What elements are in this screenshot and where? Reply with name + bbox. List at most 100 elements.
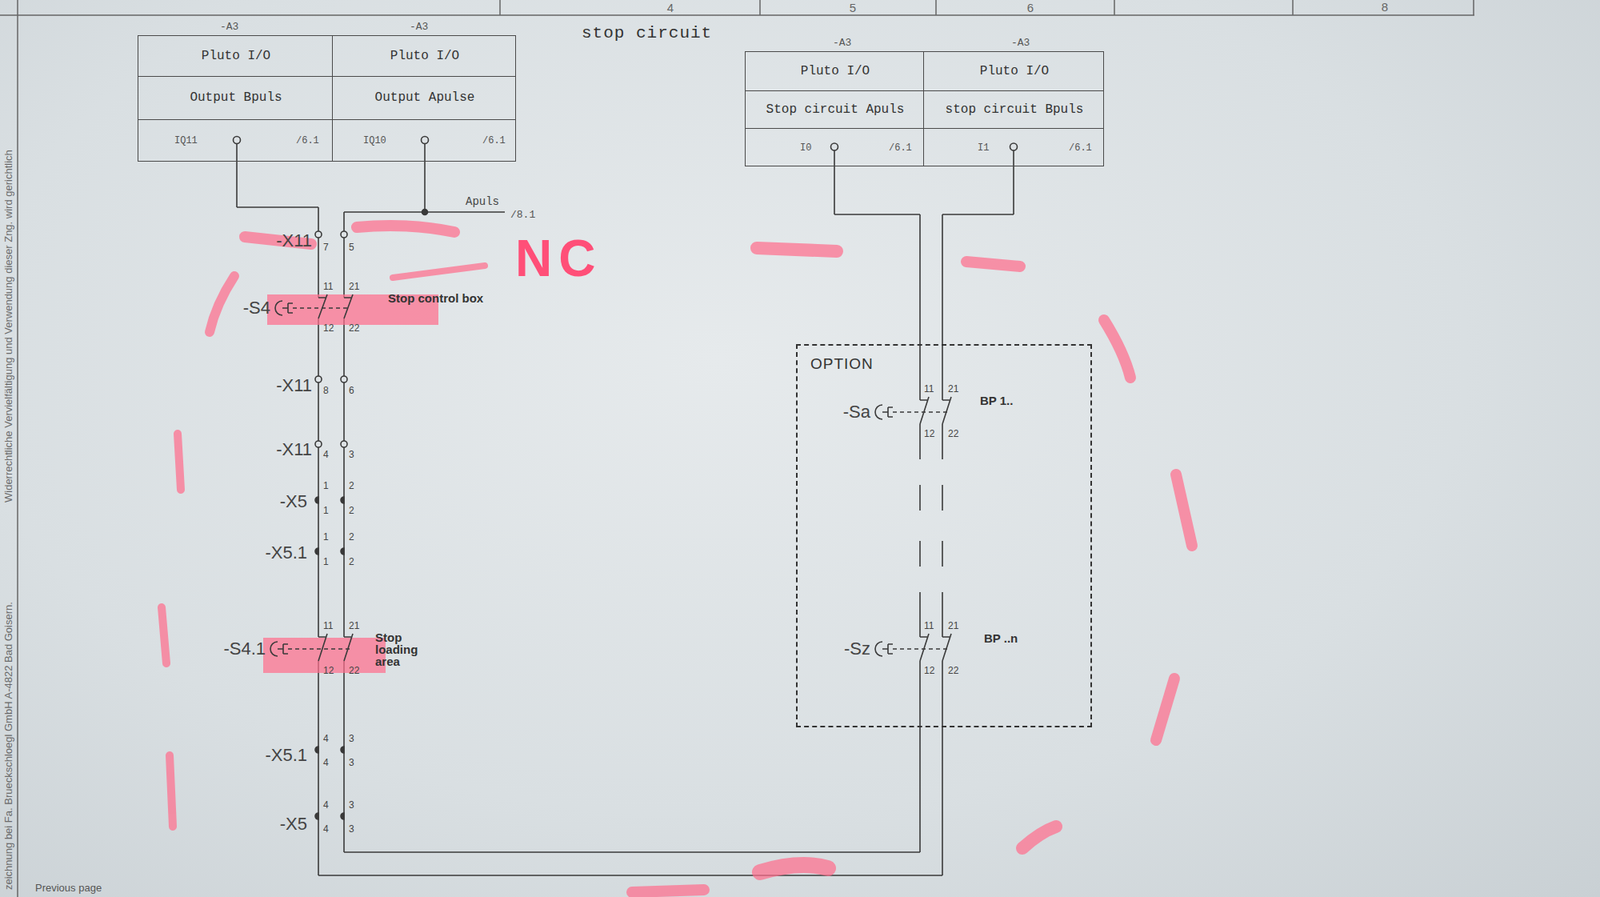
pin-number: 4 [323, 823, 329, 835]
device-tag: -X5 [280, 813, 308, 835]
device-tag: -X5.1 [264, 542, 308, 564]
device-tag: -X11 [276, 375, 312, 396]
option-group: OPTION [796, 344, 1092, 728]
pushbutton-symbol [875, 404, 893, 420]
copyright-note: Widerrechtliche Vervielfältigung und Ver… [2, 149, 15, 503]
pin-number: 12 [924, 428, 935, 440]
column-number: 8 [1381, 0, 1388, 14]
highlight-stroke [1022, 826, 1056, 848]
pin-number: 22 [948, 664, 959, 676]
pin-number: 1 [323, 556, 329, 568]
pin-number: 3 [348, 756, 355, 768]
page-reference: /6.1 [296, 135, 320, 147]
pin-number: 4 [323, 799, 329, 811]
module-tag: -A3 [220, 20, 239, 33]
row-divider [138, 76, 332, 77]
signal-name: Output Bpuls [189, 90, 282, 105]
pin-number: 3 [348, 823, 355, 835]
cross-reference: /8.1 [510, 208, 536, 221]
highlight-stroke [356, 225, 455, 232]
device-note: BP 1.. [980, 393, 1013, 408]
pin-number: 4 [323, 732, 329, 744]
highlight-stroke [209, 276, 235, 332]
row-divider [332, 119, 516, 120]
highlighter-marks [161, 225, 1192, 892]
pin-address: IQ11 [174, 135, 198, 147]
device-tag: -Sz [844, 638, 871, 660]
pin-number: 6 [348, 384, 355, 396]
device-note: Stop loading area [375, 631, 440, 668]
nc-contact [920, 633, 952, 661]
highlight-stroke [756, 248, 837, 252]
page-reference: /6.1 [482, 135, 506, 147]
pluto-io-box: -A3Pluto I/OOutput BpulsIQ11/6.1 [137, 35, 333, 162]
pin-number: 2 [348, 531, 355, 543]
highlight-stroke [161, 607, 167, 664]
highlight-stroke [1156, 678, 1175, 740]
column-number: 4 [667, 0, 674, 15]
device-tag: -X11 [276, 439, 312, 460]
page-note: Previous page [35, 881, 102, 894]
pin-number: 2 [348, 556, 355, 568]
pin-number: 4 [323, 448, 329, 460]
row-divider [924, 128, 1104, 129]
drawing-frame [0, 0, 1475, 897]
pin-number: 3 [348, 732, 355, 744]
pin-number: 21 [948, 620, 959, 632]
wire [236, 161, 1014, 876]
row-divider [332, 76, 516, 77]
pin-number: 11 [924, 383, 934, 395]
pushbutton-symbol [875, 641, 893, 656]
pin-number: 11 [924, 620, 934, 632]
device-tag: -X11 [276, 230, 312, 252]
device-tag: -S4 [243, 297, 271, 319]
title-strip [0, 0, 1475, 16]
pin-number: 1 [323, 504, 329, 516]
row-divider [745, 128, 924, 129]
signal-name: Apuls [465, 195, 500, 208]
column-number: 6 [1027, 0, 1034, 15]
device-note: BP ..n [984, 631, 1018, 645]
group-title: OPTION [810, 355, 874, 373]
pin-number: 11 [323, 280, 333, 292]
actuator-link [892, 411, 948, 413]
highlight-stroke [1176, 474, 1192, 546]
pin-number: 5 [348, 241, 355, 253]
junction-dot [422, 209, 428, 216]
pin-number: 21 [348, 620, 360, 632]
module-name: Pluto I/O [390, 48, 460, 64]
highlight-stroke [966, 261, 1020, 267]
terminal-symbol [315, 440, 322, 448]
io-terminal [1010, 143, 1018, 151]
handwritten-note: NC [515, 228, 602, 288]
highlight-stroke [632, 889, 704, 892]
pin-number: 21 [348, 280, 360, 292]
pin-number: 22 [348, 664, 360, 676]
io-terminal [831, 143, 839, 151]
highlight-stroke [760, 864, 828, 872]
terminal-symbol [340, 231, 348, 238]
pluto-io-box: -A3Pluto I/Ostop circuit BpulsI1/6.1 [923, 51, 1104, 167]
pin-address: I1 [977, 142, 989, 154]
device-tag: -X5.1 [264, 744, 308, 766]
signal-name: stop circuit Bpuls [945, 102, 1084, 117]
nc-contact [318, 294, 353, 319]
pin-number: 2 [348, 504, 355, 516]
branch-wire [424, 211, 505, 213]
nc-contact [318, 633, 353, 661]
nc-contact [920, 396, 952, 424]
pin-number: 7 [323, 241, 329, 253]
pin-number: 2 [348, 480, 355, 492]
terminal-symbol [340, 376, 348, 383]
device-tag: -Sa [843, 401, 871, 423]
pin-number: 21 [948, 383, 959, 395]
row-divider [138, 119, 332, 120]
row-divider [745, 90, 924, 92]
pin-number: 12 [323, 664, 334, 676]
pin-number: 3 [348, 799, 355, 811]
signal-name: Output Apulse [375, 90, 476, 105]
page-reference: /6.1 [888, 142, 912, 154]
pin-address: I0 [800, 142, 812, 154]
pluto-io-box: -A3Pluto I/OOutput ApulseIQ10/6.1 [332, 35, 516, 162]
